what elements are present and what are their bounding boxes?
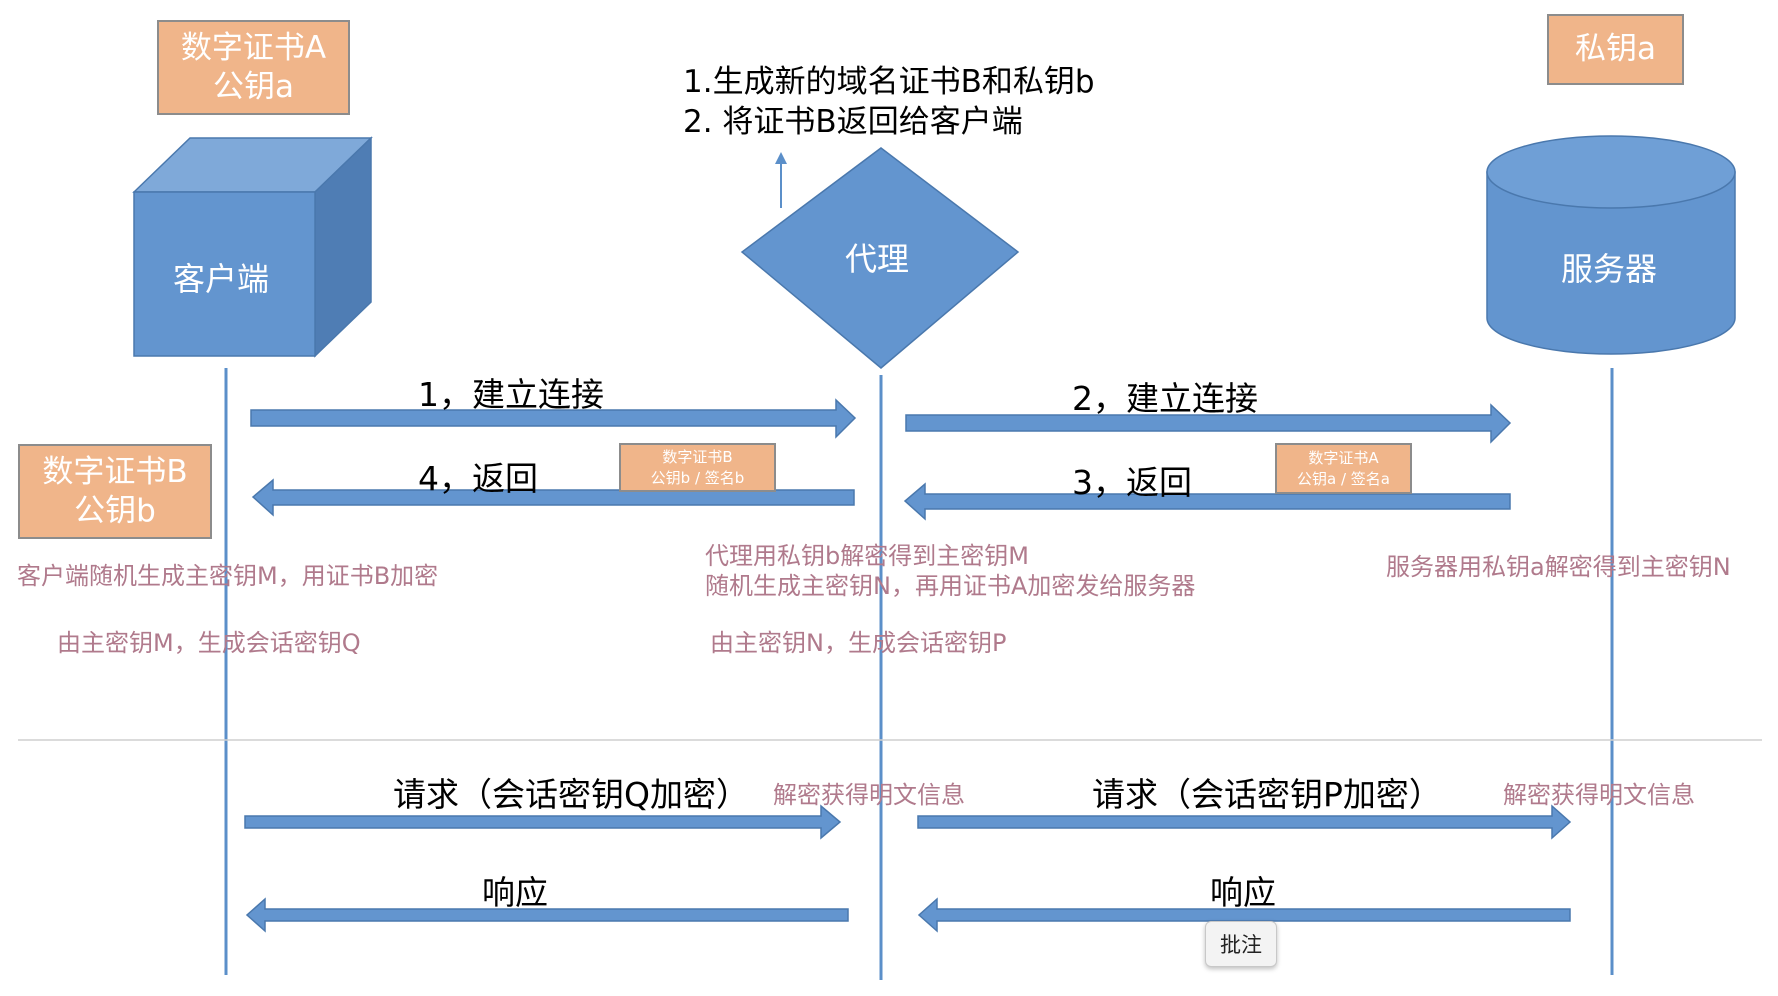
arrow-3-return — [903, 482, 1511, 521]
response-1-label: 响应 — [482, 873, 548, 912]
client-cube-icon — [132, 136, 373, 358]
arrow-request-p — [917, 804, 1572, 840]
cert-b-small-line1: 数字证书B — [662, 448, 733, 467]
client-cert-b-line2: 公钥b — [74, 492, 156, 529]
server-private-key-badge: 私钥a — [1547, 14, 1684, 85]
up-arrow-icon — [775, 152, 787, 208]
cert-a-small-line1: 数字证书A — [1308, 449, 1379, 468]
server-note-1: 服务器用私钥a解密得到主密钥N — [1386, 553, 1731, 581]
client-cert-b-line1: 数字证书B — [42, 453, 188, 490]
client-note-1: 客户端随机生成主密钥M，用证书B加密 — [17, 562, 439, 590]
proxy-label: 代理 — [845, 240, 910, 278]
server-label: 服务器 — [1561, 250, 1658, 288]
client-cert-a-line1: 数字证书A — [180, 29, 327, 66]
cert-a-small-line2: 公钥a / 签名a — [1297, 469, 1390, 488]
client-cert-a-line2: 公钥a — [213, 68, 294, 105]
cert-a-small-badge: 数字证书A 公钥a / 签名a — [1275, 443, 1412, 494]
proxy-note-1: 代理用私钥b解密得到主密钥M — [705, 542, 1029, 570]
proxy-note-3: 由主密钥N，生成会话密钥P — [710, 629, 1007, 657]
client-label: 客户端 — [173, 260, 270, 298]
arrow-request-q — [244, 804, 842, 840]
proxy-step-1: 1.生成新的域名证书B和私钥b — [683, 64, 1095, 100]
cert-b-small-badge: 数字证书B 公钥b / 签名b — [619, 443, 776, 492]
client-note-2: 由主密钥M，生成会话密钥Q — [57, 629, 361, 657]
arrow-1-connect — [250, 398, 857, 439]
arrow-4-return — [251, 478, 855, 517]
request-p-label: 请求（会话密钥P加密） — [1092, 775, 1442, 814]
request-q-label: 请求（会话密钥Q加密） — [393, 775, 749, 814]
arrow-2-connect — [905, 403, 1512, 444]
arrow-1-label: 1，建立连接 — [418, 375, 604, 414]
response-2-label: 响应 — [1210, 873, 1276, 912]
client-cert-a-badge: 数字证书A 公钥a — [157, 20, 350, 115]
server-cylinder-icon — [1486, 135, 1736, 355]
client-cert-b-badge: 数字证书B 公钥b — [18, 444, 212, 539]
arrow-2-label: 2，建立连接 — [1072, 379, 1258, 418]
arrow-response-1 — [245, 897, 849, 933]
arrow-4-label: 4，返回 — [418, 459, 538, 498]
server-decrypt-note: 解密获得明文信息 — [1503, 781, 1695, 809]
arrow-response-2 — [917, 897, 1571, 933]
proxy-decrypt-note: 解密获得明文信息 — [773, 781, 965, 809]
cert-b-small-line2: 公钥b / 签名b — [650, 468, 745, 487]
arrow-3-label: 3，返回 — [1072, 463, 1192, 502]
proxy-diamond-icon — [740, 147, 1020, 369]
proxy-note-2: 随机生成主密钥N，再用证书A加密发给服务器 — [705, 572, 1196, 600]
annotation-button[interactable]: 批注 — [1205, 921, 1277, 967]
proxy-step-2: 2. 将证书B返回给客户端 — [683, 104, 1023, 140]
server-private-key-label: 私钥a — [1575, 31, 1656, 68]
